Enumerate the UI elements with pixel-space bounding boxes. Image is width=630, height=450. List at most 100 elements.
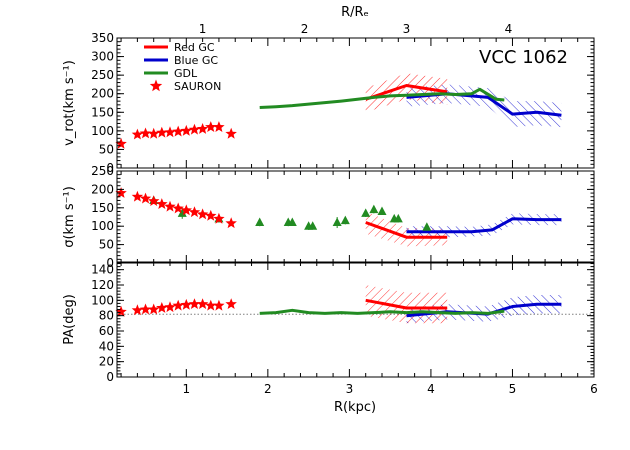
y-tick-label: 50 — [99, 238, 114, 252]
sauron-star — [115, 137, 127, 149]
y-tick-label: 140 — [91, 263, 114, 277]
y-tick-label: 100 — [91, 124, 114, 138]
gdl-triangle — [332, 217, 342, 227]
y-tick-label: 20 — [99, 355, 114, 369]
sauron-star — [172, 125, 184, 137]
blue-gc-band — [406, 213, 562, 238]
y-axis-title-vrot: v_rot(km s⁻¹) — [62, 60, 77, 146]
legend-label: SAURON — [174, 80, 221, 93]
y-tick-label: 150 — [91, 105, 114, 119]
sauron-star — [148, 195, 160, 206]
blue-gc-band — [406, 295, 562, 324]
top-tick-label: 1 — [199, 22, 207, 36]
sauron-star — [156, 198, 168, 209]
gdl-line — [259, 87, 505, 109]
gdl-line — [259, 308, 505, 315]
x-tick-label: 5 — [509, 382, 517, 396]
y-tick-label: 40 — [99, 339, 114, 353]
top-tick-label: 3 — [403, 22, 411, 36]
sauron-star — [213, 299, 225, 311]
sauron-star — [115, 305, 127, 317]
axis-labels: R(kpc) R/Rₑ VCC 1062 v_rot(km s⁻¹)σ(km s… — [62, 5, 568, 415]
x-tick-label: 3 — [346, 382, 354, 396]
sauron-star — [180, 204, 192, 216]
y-axis-title-sigma: σ(km s⁻¹) — [62, 186, 77, 248]
legend-star-marker — [149, 79, 163, 92]
sauron-star — [164, 301, 176, 313]
sauron-star — [164, 126, 176, 138]
y-tick-label: 50 — [99, 142, 114, 156]
sauron-star — [131, 190, 144, 202]
sauron-star — [225, 217, 237, 229]
red-gc-line — [365, 84, 448, 101]
sauron-star — [172, 202, 184, 214]
sauron-star — [156, 302, 168, 313]
gdl-triangle — [308, 221, 318, 230]
panel-frame-sigma — [116, 170, 595, 264]
sauron-star — [139, 303, 152, 315]
sauron-star — [172, 299, 184, 311]
panel-frames — [116, 37, 595, 378]
legend-label: GDL — [174, 67, 198, 80]
sauron-star — [205, 121, 217, 132]
y-tick-label: 80 — [99, 309, 114, 323]
legend-label: Blue GC — [174, 54, 218, 67]
sauron-star — [131, 128, 144, 140]
legend-label: Red GC — [174, 41, 215, 54]
top-axis-title: R/Rₑ — [341, 5, 369, 20]
panel-frame-pa — [116, 261, 595, 378]
sauron-star — [180, 124, 192, 136]
data-series — [115, 84, 562, 318]
sauron-star — [213, 212, 225, 224]
y-axis-title-pa: PA(deg) — [62, 294, 77, 345]
gdl-triangle — [255, 217, 265, 227]
red-gc-band — [365, 73, 448, 113]
y-tick-label: 120 — [91, 278, 114, 292]
y-tick-label: 250 — [91, 68, 114, 82]
x-tick-label: 2 — [264, 382, 272, 396]
x-axis-title: R(kpc) — [334, 400, 376, 415]
y-tick-label: 300 — [91, 50, 114, 64]
sauron-star — [156, 126, 168, 138]
y-tick-label: 100 — [91, 293, 114, 307]
sauron-star — [196, 208, 209, 220]
gdl-triangle — [361, 208, 371, 217]
y-tick-label: 100 — [91, 219, 114, 233]
sauron-star — [225, 127, 237, 139]
blue-gc-line — [406, 217, 562, 234]
gdl-triangle — [340, 215, 350, 225]
sauron-star — [205, 209, 217, 221]
y-tick-label: 200 — [91, 87, 114, 101]
y-tick-label: 60 — [99, 324, 114, 338]
top-tick-label: 2 — [301, 22, 309, 36]
sauron-star — [196, 123, 209, 134]
sauron-star — [148, 127, 160, 139]
y-tick-label: 150 — [91, 201, 114, 215]
y-tick-label: 200 — [91, 182, 114, 196]
sauron-star — [115, 187, 127, 198]
x-tick-label: 6 — [590, 382, 598, 396]
gdl-triangle — [393, 213, 403, 223]
y-tick-label: 0 — [106, 256, 114, 270]
sauron-star — [188, 206, 201, 218]
sauron-star — [213, 121, 225, 132]
sauron-star — [148, 303, 160, 315]
y-tick-label: 0 — [106, 370, 114, 384]
uncertainty-bands — [365, 73, 562, 324]
sauron-star — [180, 298, 192, 310]
gdl-triangle — [422, 222, 432, 231]
x-tick-label: 4 — [427, 382, 435, 396]
sauron-star — [188, 298, 201, 309]
y-tick-label: 0 — [106, 161, 114, 175]
axis-ticks: 0501001502002503003500501001502002500204… — [91, 22, 598, 396]
gdl-triangle — [287, 217, 297, 227]
gdl-triangle — [177, 208, 187, 217]
sauron-star — [196, 298, 209, 309]
sauron-star — [139, 192, 152, 204]
gdl-triangle — [369, 204, 379, 214]
panel-frame-vrot — [116, 37, 595, 169]
red-gc-line — [365, 221, 448, 239]
y-tick-label: 250 — [91, 164, 114, 178]
